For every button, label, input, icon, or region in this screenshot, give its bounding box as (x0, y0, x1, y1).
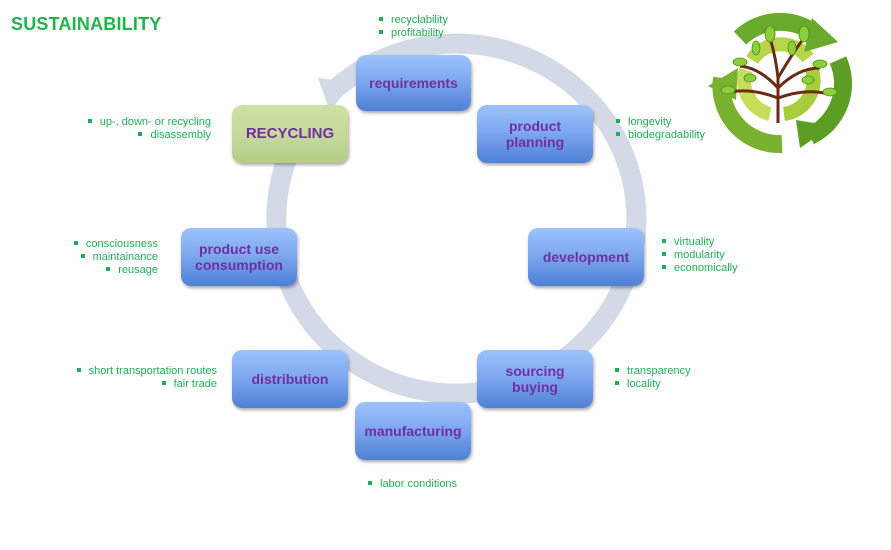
bullet-icon (80, 254, 85, 259)
list-item: up-, down- or recycling (87, 116, 211, 129)
bullet-icon (662, 265, 666, 270)
node-label: manufacturing (364, 423, 462, 439)
bullet-icon (616, 119, 620, 124)
bullet-icon (662, 239, 666, 244)
bullet-icon (379, 30, 383, 35)
bullet-icon (615, 368, 619, 373)
list-item: economically (662, 262, 738, 275)
recycle-tree-icon (708, 12, 853, 154)
bullet-icon (87, 119, 92, 124)
list-item: maintainance (74, 251, 158, 264)
node-label: product use consumption (195, 241, 283, 273)
node-label: product planning (505, 118, 565, 150)
node-product-planning[interactable]: product planning (477, 105, 593, 163)
bullet-icon (106, 267, 111, 272)
list-item: consciousness (73, 238, 158, 251)
list-item: modularity (662, 249, 738, 262)
page-title: SUSTAINABILITY (11, 14, 162, 34)
node-manufacturing[interactable]: manufacturing (355, 402, 471, 460)
bullet-icon (616, 132, 620, 137)
bullets-product-use-consumption: consciousness maintainance reusage (73, 238, 158, 277)
list-item: transparency (615, 365, 691, 378)
bullets-product-planning: longevity biodegradability (616, 116, 705, 142)
bullet-icon (368, 481, 372, 486)
list-item: virtuality (662, 236, 738, 249)
bullet-icon (615, 381, 619, 386)
node-label: development (542, 249, 630, 265)
list-item: profitability (379, 27, 448, 40)
bullet-icon (76, 368, 81, 373)
node-sourcing-buying[interactable]: sourcing buying (477, 350, 593, 408)
list-item: reusage (74, 264, 158, 277)
bullets-sourcing-buying: transparency locality (615, 365, 691, 391)
node-label: sourcing buying (505, 363, 565, 395)
bullet-icon (138, 132, 143, 137)
list-item: disassembly (88, 129, 211, 142)
node-distribution[interactable]: distribution (232, 350, 348, 408)
cycle-arrowhead (318, 78, 352, 112)
bullet-icon (161, 381, 166, 386)
node-recycling[interactable]: RECYCLING (232, 105, 348, 163)
node-label: RECYCLING (245, 125, 335, 142)
list-item: labor conditions (368, 478, 457, 491)
node-requirements[interactable]: requirements (356, 55, 471, 111)
list-item: longevity (616, 116, 705, 129)
list-item: biodegradability (616, 129, 705, 142)
list-item: recyclability (379, 14, 448, 27)
bullets-requirements: recyclability profitability (379, 14, 448, 40)
list-item: locality (615, 378, 691, 391)
list-item: fair trade (77, 378, 217, 391)
node-label: requirements (369, 75, 458, 91)
bullets-development: virtuality modularity economically (662, 236, 738, 275)
bullets-recycling: up-, down- or recycling disassembly (87, 116, 211, 142)
list-item: short transportation routes (76, 365, 217, 378)
bullet-icon (379, 17, 383, 22)
node-development[interactable]: development (528, 228, 644, 286)
bullets-distribution: short transportation routes fair trade (76, 365, 217, 391)
bullet-icon (73, 241, 78, 246)
node-product-use-consumption[interactable]: product use consumption (181, 228, 297, 286)
bullet-icon (662, 252, 666, 257)
node-label: distribution (251, 371, 329, 387)
bullets-manufacturing: labor conditions (368, 478, 457, 491)
